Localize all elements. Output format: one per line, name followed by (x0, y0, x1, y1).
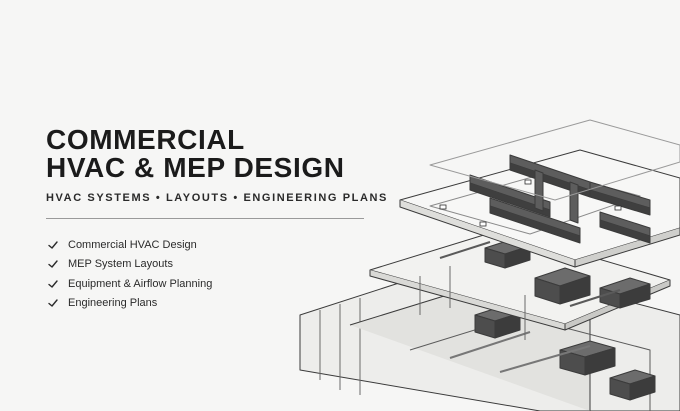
hero-title-line-1: COMMERCIAL (46, 124, 245, 155)
hero-subtitle: HVAC SYSTEMS • LAYOUTS • ENGINEERING PLA… (46, 192, 388, 204)
hero-title-line-2: HVAC & MEP DESIGN (46, 152, 345, 183)
hero-title: COMMERCIAL HVAC & MEP DESIGN (46, 126, 376, 182)
feature-label: Engineering Plans (68, 297, 158, 310)
feature-item: Commercial HVAC Design (46, 235, 376, 255)
feature-list: Commercial HVAC Design MEP System Layout… (46, 235, 376, 313)
check-icon (46, 238, 60, 252)
feature-label: MEP System Layouts (68, 258, 173, 271)
feature-label: Commercial HVAC Design (68, 238, 197, 251)
check-icon (46, 257, 60, 271)
feature-item: Equipment & Airflow Planning (46, 274, 376, 294)
feature-item: Engineering Plans (46, 294, 376, 314)
building-isometric-illustration (299, 119, 680, 411)
hero-text-block: COMMERCIAL HVAC & MEP DESIGN HVAC SYSTEM… (46, 126, 388, 313)
divider (46, 218, 364, 219)
check-icon (46, 277, 60, 291)
check-icon (46, 296, 60, 310)
feature-item: MEP System Layouts (46, 255, 376, 275)
feature-label: Equipment & Airflow Planning (68, 277, 213, 290)
